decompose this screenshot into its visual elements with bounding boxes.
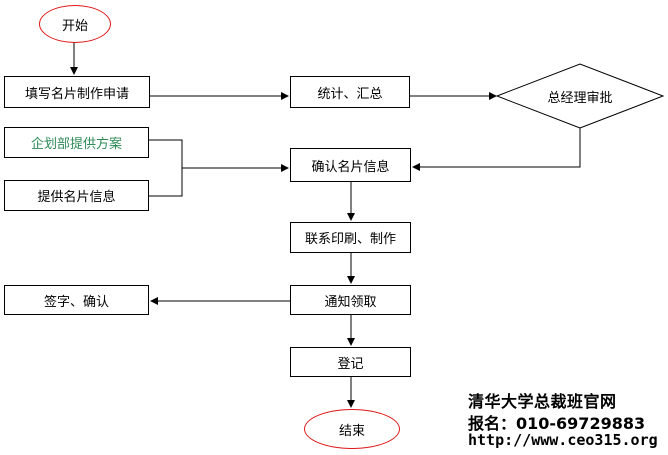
sign-confirm-node: 签字、确认 bbox=[4, 285, 149, 315]
print-make-label: 联系印刷、制作 bbox=[304, 232, 396, 247]
arrow-approval-to-confirm bbox=[412, 128, 581, 171]
notify-collect-label: 通知领取 bbox=[324, 294, 377, 310]
plan-provide-node: 企划部提供方案 bbox=[4, 127, 149, 158]
footer-phone: 报名：010-69729883 bbox=[468, 414, 646, 433]
fill-application-node: 填写名片制作申请 bbox=[4, 76, 150, 108]
notify-collect-node: 通知领取 bbox=[290, 285, 411, 315]
info-provide-label: 提供名片信息 bbox=[37, 190, 116, 205]
register-label: 登记 bbox=[337, 356, 364, 372]
confirm-info-node: 确认名片信息 bbox=[290, 148, 411, 182]
statistics-node: 统计、汇总 bbox=[290, 76, 410, 108]
register-node: 登记 bbox=[290, 347, 411, 377]
fill-application-label: 填写名片制作申请 bbox=[24, 86, 129, 102]
sign-confirm-label: 签字、确认 bbox=[43, 294, 109, 310]
merge-bracket bbox=[149, 139, 183, 197]
end-label: 结束 bbox=[338, 423, 365, 439]
footer-title: 清华大学总裁班官网 bbox=[468, 392, 617, 411]
confirm-info-label: 确认名片信息 bbox=[311, 159, 390, 175]
footer-url[interactable]: http://www.ceo315.org bbox=[468, 431, 658, 449]
end-node: 结束 bbox=[304, 409, 400, 449]
print-make-node: 联系印刷、制作 bbox=[290, 222, 411, 253]
start-node: 开始 bbox=[39, 5, 111, 43]
info-provide-node: 提供名片信息 bbox=[4, 180, 149, 211]
approval-diamond bbox=[495, 63, 665, 129]
statistics-label: 统计、汇总 bbox=[317, 86, 383, 102]
start-label: 开始 bbox=[61, 18, 88, 34]
gm-approval-label: 总经理审批 bbox=[547, 90, 613, 106]
plan-provide-label: 企划部提供方案 bbox=[30, 137, 122, 152]
